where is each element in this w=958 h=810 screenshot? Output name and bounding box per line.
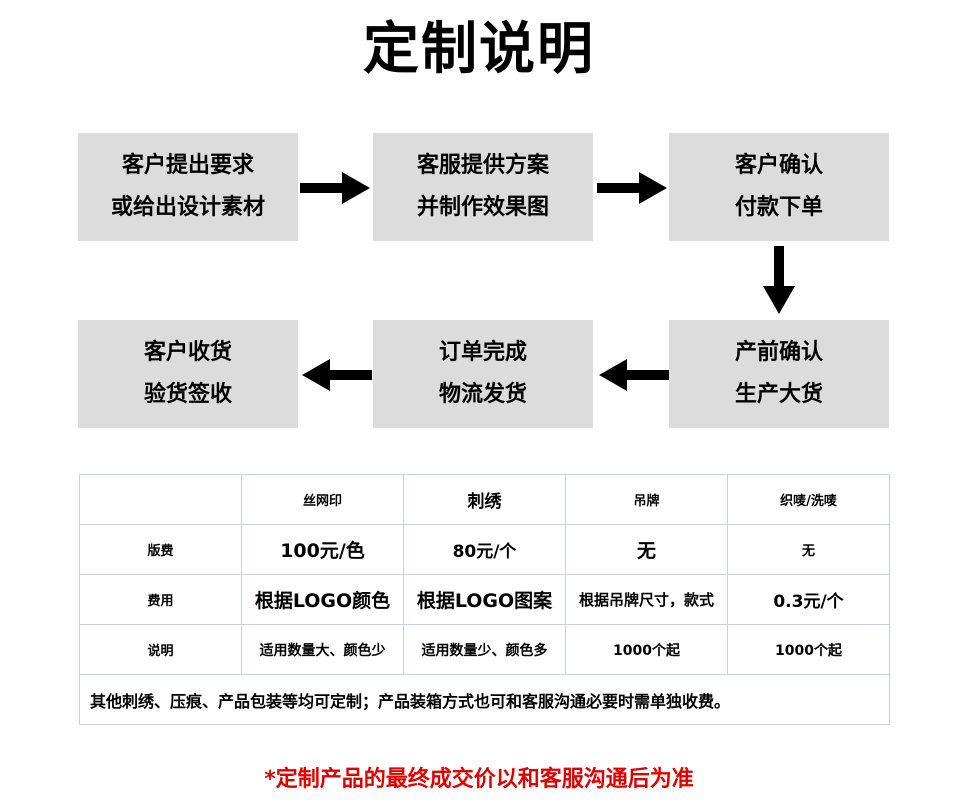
step-2-box: 客服提供方案 并制作效果图 [373, 133, 593, 241]
table-cell: 根据LOGO图案 [403, 574, 566, 625]
table-header-hangtag: 吊牌 [565, 474, 728, 525]
step-6-box: 客户收货 验货签收 [78, 320, 298, 428]
arrow-right-icon [300, 172, 370, 204]
table-row-label: 费用 [79, 574, 242, 625]
table-row: 版费 100元/色 80元/个 无 无 [79, 524, 890, 575]
table-note: 其他刺绣、压痕、产品包装等均可定制；产品装箱方式也可和客服沟通必要时需单独收费。 [79, 674, 890, 725]
step-4-line2: 生产大货 [734, 382, 823, 407]
table-cell: 无 [727, 524, 890, 575]
step-3-box: 客户确认 付款下单 [669, 133, 889, 241]
arrow-left-icon [599, 359, 669, 391]
table-note-row: 其他刺绣、压痕、产品包装等均可定制；产品装箱方式也可和客服沟通必要时需单独收费。 [79, 674, 890, 725]
table-cell: 1000个起 [727, 624, 890, 675]
table-cell: 80元/个 [403, 524, 566, 575]
step-5-box: 订单完成 物流发货 [373, 320, 593, 428]
step-1-line2: 或给出设计素材 [110, 195, 265, 220]
step-4-line1: 产前确认 [734, 340, 823, 365]
arrow-right-icon [597, 172, 667, 204]
table-header-screen-print: 丝网印 [241, 474, 404, 525]
table-cell: 无 [565, 524, 728, 575]
arrow-left-icon [302, 359, 372, 391]
step-6-line2: 验货签收 [143, 382, 232, 407]
table-row-label: 说明 [79, 624, 242, 675]
step-3-line1: 客户确认 [734, 153, 823, 178]
table-row: 说明 适用数量大、颜色少 适用数量少、颜色多 1000个起 1000个起 [79, 624, 890, 675]
table-cell: 根据LOGO颜色 [241, 574, 404, 625]
customization-table: 丝网印 刺绣 吊牌 织唛/洗唛 版费 100元/色 80元/个 无 无 费用 根… [79, 474, 890, 725]
table-cell: 100元/色 [241, 524, 404, 575]
table-header-corner [79, 474, 242, 525]
page-title: 定制说明 [363, 17, 595, 82]
table-cell: 适用数量大、颜色少 [241, 624, 404, 675]
step-6-line1: 客户收货 [143, 340, 232, 365]
step-2-line2: 并制作效果图 [416, 195, 549, 220]
table-header-embroidery: 刺绣 [403, 474, 566, 525]
step-1-box: 客户提出要求 或给出设计素材 [78, 133, 298, 241]
step-5-line2: 物流发货 [438, 382, 527, 407]
table-header-label: 织唛/洗唛 [727, 474, 890, 525]
table-header-row: 丝网印 刺绣 吊牌 织唛/洗唛 [79, 474, 890, 525]
table-cell: 0.3元/个 [727, 574, 890, 625]
table-cell: 1000个起 [565, 624, 728, 675]
table-cell: 适用数量少、颜色多 [403, 624, 566, 675]
footer-note: *定制产品的最终成交价以和客服沟通后为准 [264, 767, 694, 792]
table-row-label: 版费 [79, 524, 242, 575]
step-5-line1: 订单完成 [438, 340, 527, 365]
step-1-line1: 客户提出要求 [121, 153, 254, 178]
step-3-line2: 付款下单 [734, 195, 823, 220]
step-2-line1: 客服提供方案 [416, 153, 549, 178]
table-cell: 根据吊牌尺寸，款式 [565, 574, 728, 625]
table-row: 费用 根据LOGO颜色 根据LOGO图案 根据吊牌尺寸，款式 0.3元/个 [79, 574, 890, 625]
arrow-down-icon [763, 246, 795, 314]
step-4-box: 产前确认 生产大货 [669, 320, 889, 428]
